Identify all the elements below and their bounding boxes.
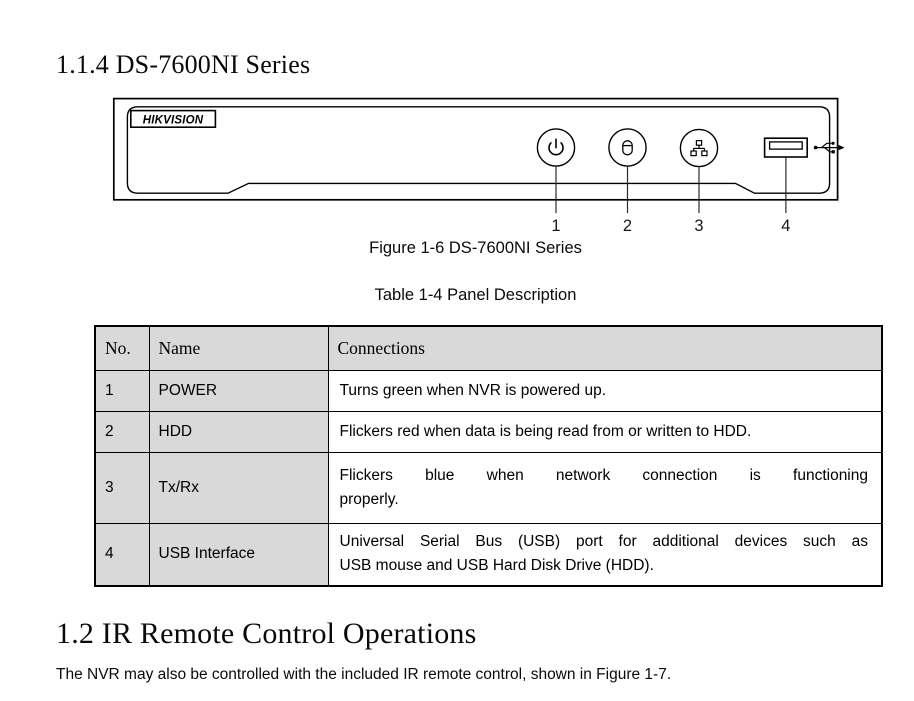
power-icon (548, 138, 564, 156)
callout-number-2: 2 (623, 217, 632, 235)
cell-connections: Flickers red when data is being read fro… (327, 410, 883, 453)
callout-number-3: 3 (694, 217, 703, 235)
device-front-face (126, 106, 831, 194)
table-header-row: No. Name Connections (94, 325, 883, 371)
brand-logo-text: HIKVISION (143, 114, 204, 126)
column-header-name: Name (148, 325, 329, 371)
column-header-connections: Connections (327, 325, 883, 371)
table-row: 2 HDD Flickers red when data is being re… (94, 410, 883, 453)
usb-symbol-icon (813, 141, 845, 154)
callout-number-4: 4 (781, 217, 790, 235)
connections-line: Universal Serial Bus (USB) port for addi… (339, 533, 869, 551)
body-paragraph: The NVR may also be controlled with the … (56, 666, 672, 683)
callout-number-1: 1 (551, 217, 560, 235)
table-row: 1 POWER Turns green when NVR is powered … (94, 369, 883, 412)
cell-connections: Flickers blue when network connection is… (327, 451, 883, 524)
network-icon (690, 140, 708, 157)
cell-no: 4 (94, 522, 150, 587)
brand-logo-box (130, 109, 217, 128)
section-1-2-heading: 1.2 IR Remote Control Operations (56, 617, 477, 650)
cell-connections: Turns green when NVR is powered up. (327, 369, 883, 412)
cell-no: 3 (94, 451, 150, 524)
hdd-indicator-button (608, 128, 647, 167)
figure-caption: Figure 1-6 DS-7600NI Series (369, 239, 582, 257)
device-front-panel-figure: HIKVISION (112, 97, 845, 235)
cell-name: POWER (148, 369, 329, 412)
table-row: 4 USB Interface Universal Serial Bus (US… (94, 522, 883, 587)
connections-line: USB mouse and USB Hard Disk Drive (HDD). (339, 557, 654, 575)
connections-line: Flickers blue when network connection is… (339, 466, 869, 484)
panel-description-table: No. Name Connections 1 POWER Turns green… (94, 325, 883, 587)
column-header-no: No. (94, 325, 150, 371)
cell-connections: Universal Serial Bus (USB) port for addi… (327, 522, 883, 587)
cell-name: Tx/Rx (148, 451, 329, 524)
cell-name: HDD (148, 410, 329, 453)
cell-no: 1 (94, 369, 150, 412)
connections-line: Flickers red when data is being read fro… (339, 422, 752, 440)
cell-name: USB Interface (148, 522, 329, 587)
table-caption: Table 1-4 Panel Description (374, 286, 577, 304)
connections-line: Turns green when NVR is powered up. (339, 381, 607, 399)
table-row: 3 Tx/Rx Flickers blue when network conne… (94, 451, 883, 524)
section-1-1-4-heading: 1.1.4 DS-7600NI Series (56, 50, 311, 79)
cell-no: 2 (94, 410, 150, 453)
usb-port (763, 137, 808, 158)
callout-leader-lines (555, 157, 787, 213)
hdd-icon (622, 140, 633, 156)
connections-line: properly. (339, 490, 399, 508)
